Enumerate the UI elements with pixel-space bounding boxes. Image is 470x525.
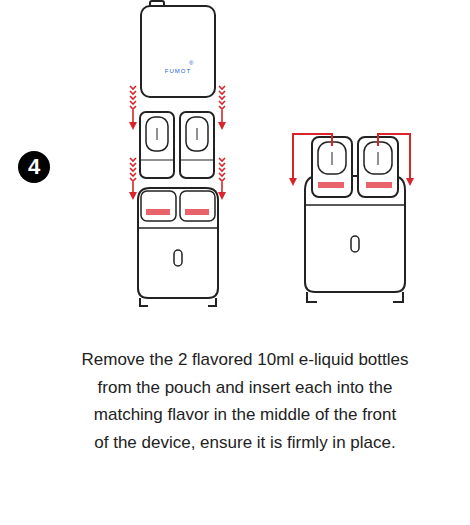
device-cap: FUMOT bbox=[140, 5, 216, 98]
flavor-tag bbox=[318, 182, 344, 188]
illustration-part bbox=[318, 142, 346, 174]
illustration-part bbox=[180, 112, 214, 178]
node-text: 4 bbox=[28, 154, 40, 180]
assembled-device bbox=[305, 137, 405, 302]
illustration-part bbox=[378, 152, 379, 165]
illustration-part bbox=[138, 227, 218, 229]
illustration-part bbox=[138, 188, 218, 298]
illustration-part bbox=[219, 86, 225, 109]
insert-arrows bbox=[293, 134, 410, 182]
insert-arrows bbox=[130, 86, 225, 196]
illustration-part bbox=[351, 236, 359, 252]
illustration-part bbox=[140, 112, 174, 178]
illustration-part bbox=[293, 134, 332, 182]
illustration-part bbox=[221, 182, 223, 196]
illustration-part bbox=[219, 158, 225, 181]
illustration-part bbox=[140, 298, 216, 306]
illustration-part bbox=[130, 158, 136, 181]
illustration-part bbox=[141, 191, 176, 221]
illustration-part bbox=[364, 142, 392, 174]
step-number: 4 bbox=[18, 151, 50, 183]
illustration-part bbox=[132, 182, 134, 196]
flavor-tag bbox=[146, 209, 170, 215]
illustration-part bbox=[197, 128, 198, 140]
illustration-part bbox=[186, 117, 208, 151]
device-base bbox=[138, 188, 218, 306]
instruction-caption: Remove the 2 flavored 10ml e-liquid bott… bbox=[50, 346, 440, 456]
illustration-part bbox=[307, 292, 403, 302]
eliquid-bottles bbox=[140, 112, 214, 178]
node-text: FUMOT bbox=[142, 68, 214, 74]
illustration-part bbox=[305, 204, 405, 206]
illustration-part bbox=[378, 134, 410, 182]
device-illustration bbox=[0, 0, 470, 340]
flavor-tag bbox=[366, 182, 392, 188]
illustration-part bbox=[174, 250, 182, 266]
illustration-part bbox=[146, 117, 168, 151]
illustration-part bbox=[180, 191, 215, 221]
illustration-part bbox=[140, 159, 174, 160]
flavor-tag bbox=[185, 209, 209, 215]
illustration-part bbox=[332, 152, 333, 165]
registered-mark: ® bbox=[189, 60, 193, 66]
illustration-part bbox=[130, 86, 136, 109]
illustration-part bbox=[180, 159, 214, 160]
illustration-part bbox=[221, 110, 223, 126]
illustration-part bbox=[132, 110, 134, 126]
illustration-part bbox=[157, 128, 158, 140]
